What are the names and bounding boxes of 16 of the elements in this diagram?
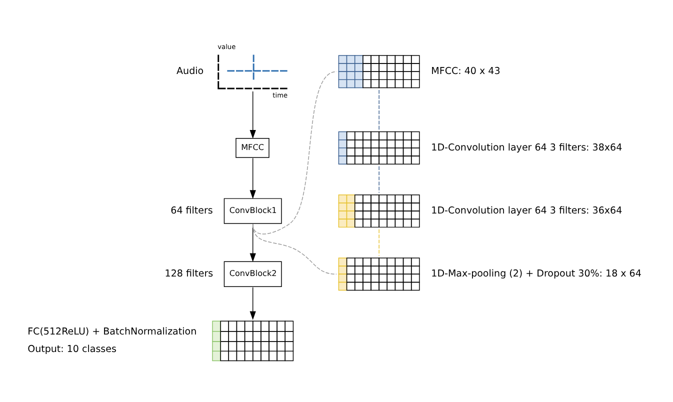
node-label: 64 filters xyxy=(170,205,213,216)
node-label: 128 filters xyxy=(164,268,214,280)
connector xyxy=(378,165,380,193)
node-label: FC(512ReLU) + BatchNormalization xyxy=(28,326,197,338)
connector xyxy=(252,223,337,274)
arrow xyxy=(250,157,256,198)
node-label: 1D-Convolution layer 64 3 filters: 36x64 xyxy=(431,205,622,216)
node-label: 1D-Convolution layer 64 3 filters: 38x64 xyxy=(431,142,622,153)
connector xyxy=(378,228,380,256)
connector xyxy=(378,89,380,130)
node-label: Output: 10 classes xyxy=(28,344,116,355)
node-text: Audio xyxy=(176,66,204,77)
arrow xyxy=(250,286,256,320)
arrow xyxy=(250,90,256,138)
node-label: 1D-Max-pooling (2) + Dropout 30%: 18 x 64 xyxy=(431,268,642,280)
node-label: MFCC: 40 x 43 xyxy=(431,66,500,77)
